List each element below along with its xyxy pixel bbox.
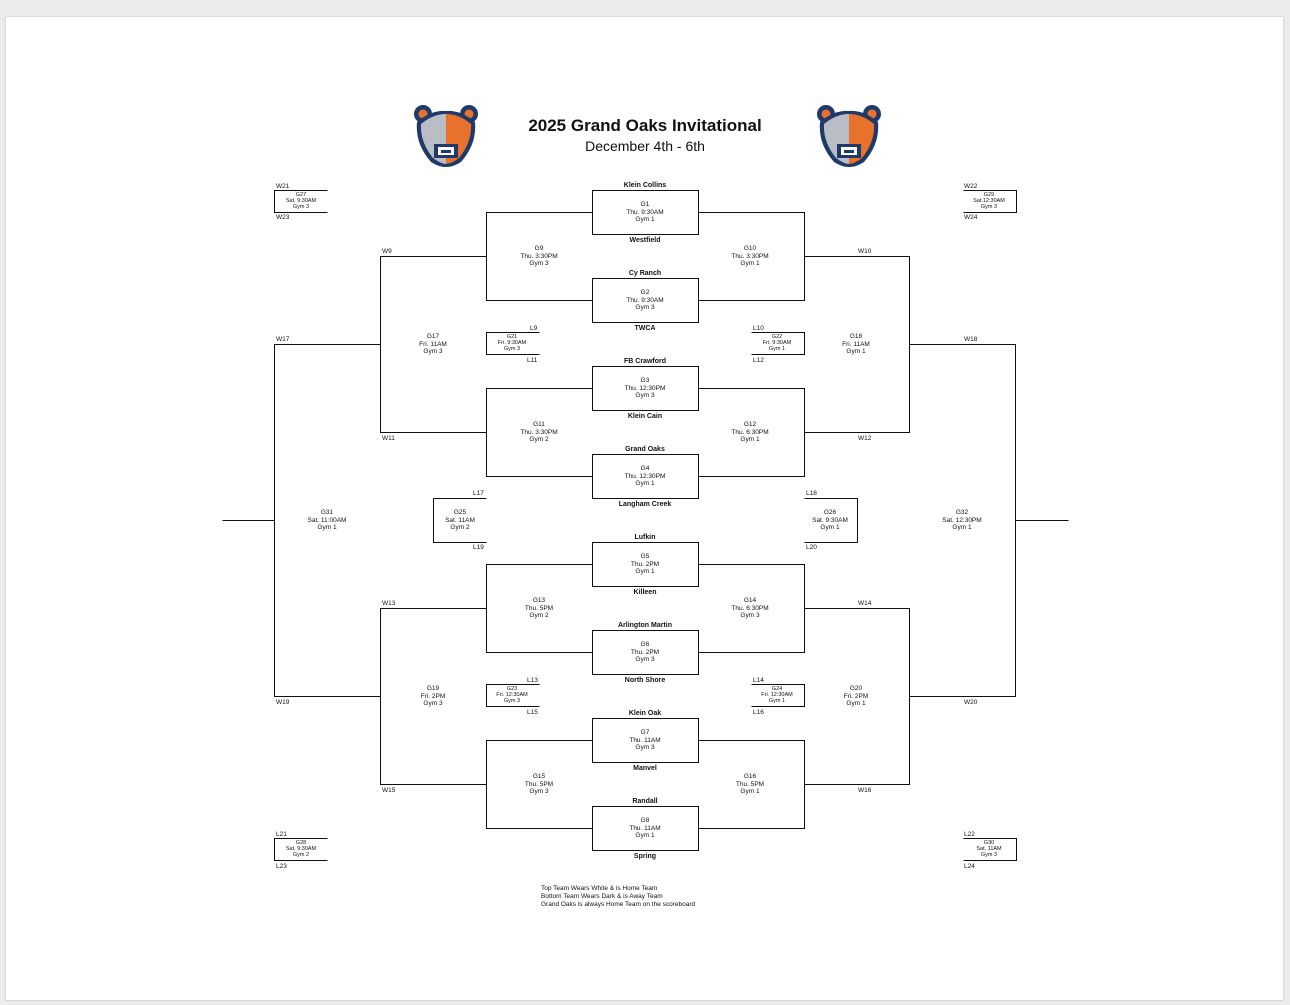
page-subtitle: December 4th - 6th — [585, 138, 705, 154]
label-l13: L13 — [527, 677, 538, 684]
label-w22: W22 — [964, 183, 978, 190]
label-l11: L11 — [527, 357, 538, 364]
label-w17: W17 — [276, 336, 290, 343]
bracket-page — [6, 17, 1283, 1000]
label-l18: L18 — [806, 490, 817, 497]
label-w18: W18 — [964, 336, 978, 343]
label-w10: W10 — [858, 248, 872, 255]
label-w23: W23 — [276, 214, 290, 221]
label-l19: L19 — [473, 544, 484, 551]
note-line: Bottom Team Wears Dark & is Away Team — [541, 893, 663, 900]
label-l17: L17 — [473, 490, 484, 497]
team-name: TWCA — [634, 325, 656, 332]
label-l9: L9 — [530, 325, 538, 332]
label-w21: W21 — [276, 183, 290, 190]
label-l14: L14 — [753, 677, 764, 684]
label-l23: L23 — [276, 863, 287, 870]
team-name: Randall — [632, 798, 658, 805]
label-l10: L10 — [753, 325, 764, 332]
label-l12: L12 — [753, 357, 764, 364]
team-name: Westfield — [629, 237, 661, 244]
label-w19: W19 — [276, 699, 290, 706]
bear-head-icon — [414, 105, 478, 167]
label-l16: L16 — [753, 709, 764, 716]
label-w14: W14 — [858, 600, 872, 607]
team-name: Grand Oaks — [625, 446, 665, 453]
team-name: Cy Ranch — [628, 270, 662, 277]
label-w11: W11 — [382, 435, 395, 442]
team-name: Manvel — [633, 765, 657, 772]
team-name: Arlington Martin — [617, 622, 673, 629]
label-l22: L22 — [964, 831, 975, 838]
team-name: Klein Collins — [623, 182, 667, 189]
team-name: Lufkin — [634, 534, 656, 541]
label-w12: W12 — [858, 435, 872, 442]
team-name: FB Crawford — [624, 358, 666, 365]
bear-head-icon — [817, 105, 881, 167]
team-name: Klein Oak — [628, 710, 662, 717]
label-w13: W13 — [382, 600, 396, 607]
bear-logo-left — [411, 104, 481, 170]
team-name: Killeen — [633, 589, 657, 596]
team-name: North Shore — [624, 677, 666, 684]
label-l20: L20 — [806, 544, 817, 551]
label-w15: W15 — [382, 787, 396, 794]
team-name: Langham Creek — [618, 501, 672, 508]
label-w16: W16 — [858, 787, 872, 794]
note-line: Top Team Wears White & is Home Team — [541, 885, 658, 892]
label-w20: W20 — [964, 699, 978, 706]
bear-logo-right — [814, 104, 884, 170]
label-l15: L15 — [527, 709, 538, 716]
label-l24: L24 — [964, 863, 975, 870]
page-title: 2025 Grand Oaks Invitational — [528, 116, 762, 135]
note-line: Grand Oaks is always Home Team on the sc… — [541, 901, 696, 908]
label-l21: L21 — [276, 831, 287, 838]
team-name: Spring — [633, 853, 657, 860]
label-w9: W9 — [382, 248, 392, 255]
team-name: Klein Cain — [627, 413, 663, 420]
label-w24: W24 — [964, 214, 978, 221]
